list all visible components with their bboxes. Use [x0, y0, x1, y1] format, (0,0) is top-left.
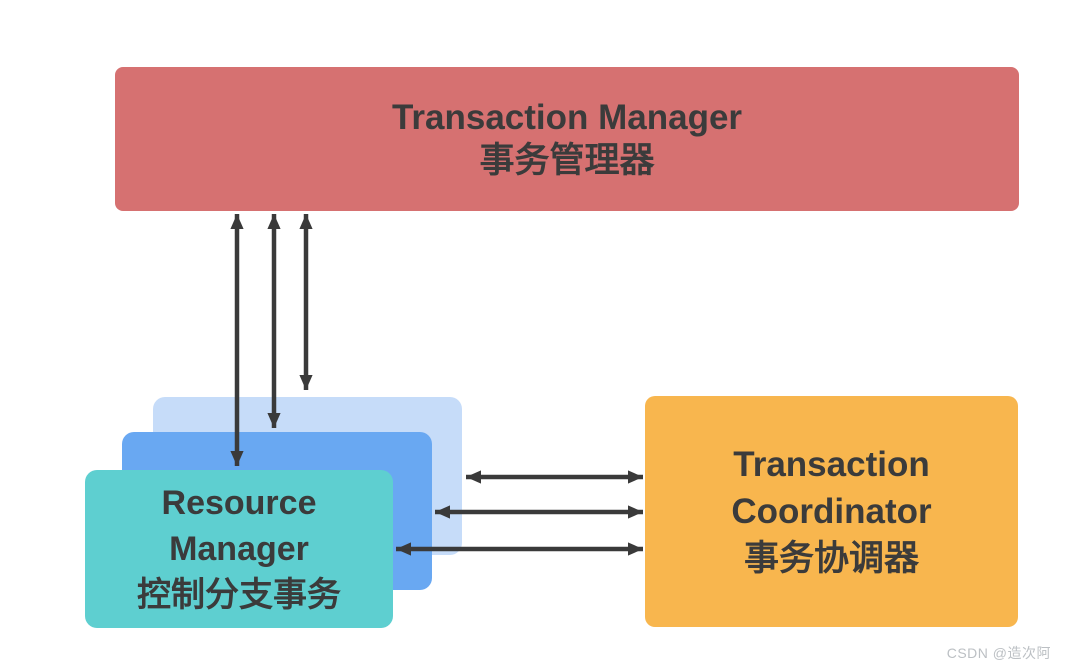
resource-manager-subtitle: 控制分支事务: [137, 576, 341, 614]
transaction-manager-subtitle: 事务管理器: [479, 141, 655, 180]
resource-manager-title-line2: Manager: [169, 530, 309, 568]
transaction-coordinator-title-line1: Transaction: [733, 445, 930, 484]
transaction-coordinator-box: Transaction Coordinator 事务协调器: [645, 396, 1018, 627]
transaction-manager-box: Transaction Manager 事务管理器: [115, 67, 1019, 211]
transaction-coordinator-title-line2: Coordinator: [731, 492, 932, 531]
watermark: CSDN @造次阿: [946, 645, 1051, 661]
resource-manager-front-box: Resource Manager 控制分支事务: [85, 470, 393, 628]
resource-manager-title-line1: Resource: [161, 484, 317, 522]
transaction-manager-title: Transaction Manager: [391, 98, 743, 137]
transaction-coordinator-subtitle: 事务协调器: [743, 539, 919, 578]
